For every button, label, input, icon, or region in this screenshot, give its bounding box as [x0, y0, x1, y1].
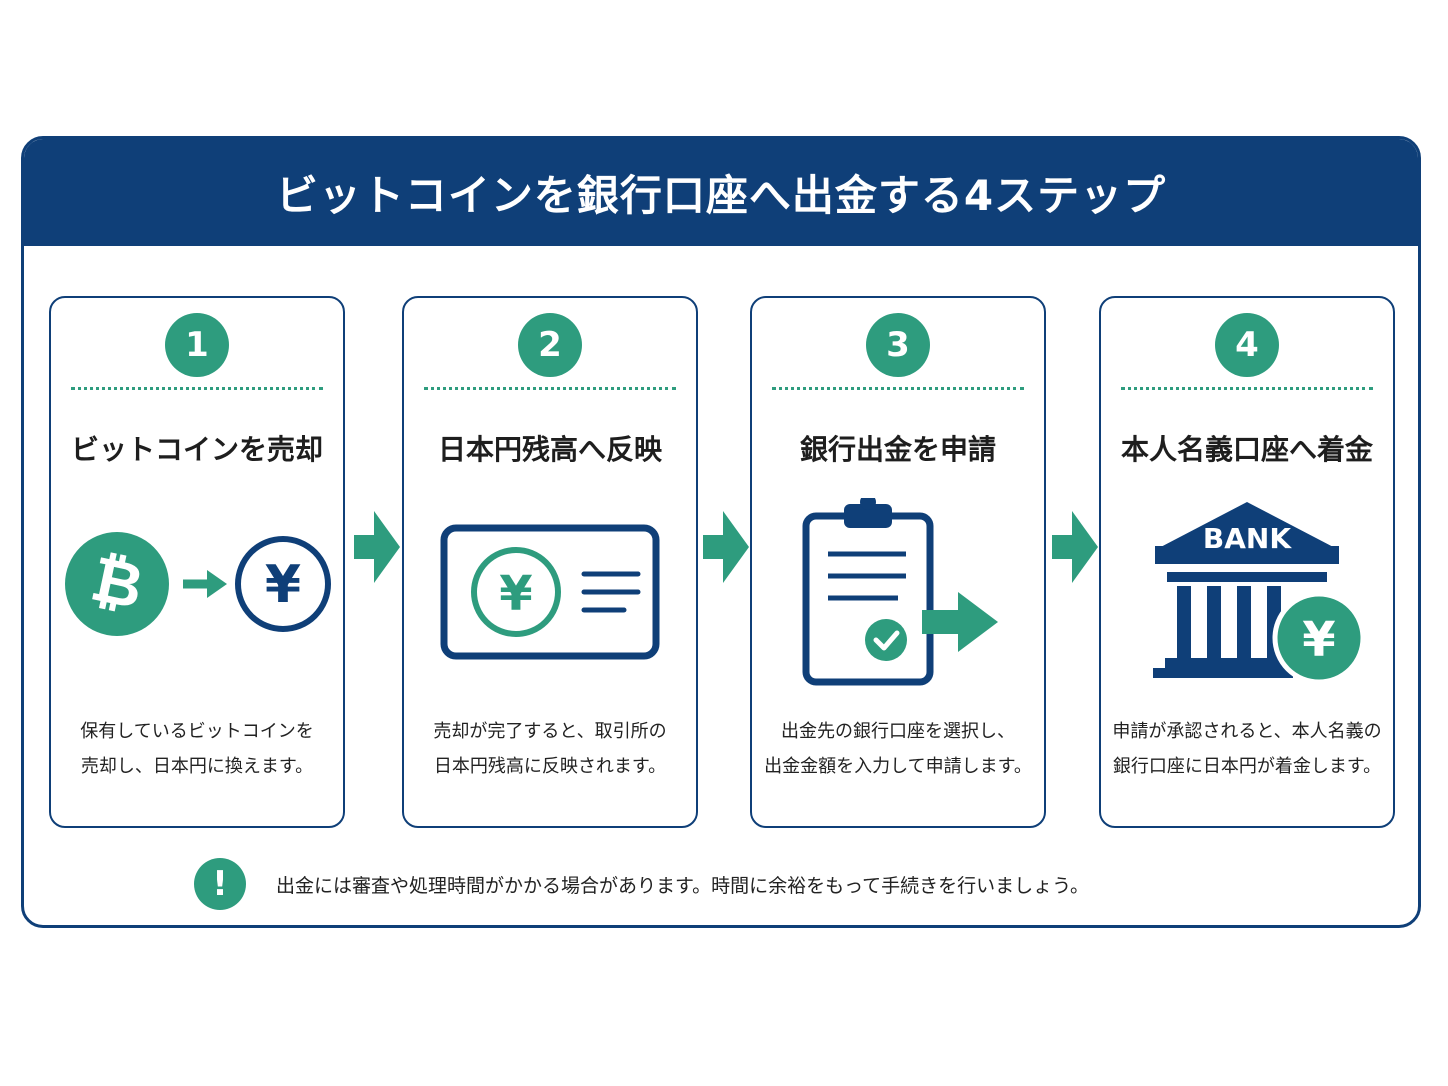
- step-card-2: 2 日本円残高へ反映 ¥ 売却が完了すると、取引所の 日本円残高に反映されます。: [402, 296, 698, 828]
- notice: ! 出金には審査や処理時間がかかる場合があります。時間に余裕をもって手続きを行い…: [194, 856, 1294, 912]
- step-description: 申請が承認されると、本人名義の 銀行口座に日本円が着金します。: [1112, 721, 1382, 777]
- yen-balance-card-icon: ¥: [440, 524, 660, 660]
- dotted-divider: [71, 387, 323, 390]
- dotted-divider: [424, 387, 676, 390]
- step-number-badge: 1: [165, 313, 229, 377]
- step-description: 保有しているビットコインを 売却し、日本円に換えます。: [80, 721, 314, 777]
- step-number-badge: 4: [1215, 313, 1279, 377]
- step-card-4: 4 本人名義口座へ着金 BANK ¥ 申請が承認されると、本人名義の 銀行口座に…: [1099, 296, 1395, 828]
- panel-title: ビットコインを銀行口座へ出金する4ステップ: [24, 139, 1418, 246]
- step-description: 売却が完了すると、取引所の 日本円残高に反映されます。: [433, 721, 667, 777]
- step-title: 日本円残高へ反映: [437, 433, 662, 466]
- svg-text:¥: ¥: [1302, 612, 1335, 668]
- step-number-badge: 3: [866, 313, 930, 377]
- step-arrow-icon: [703, 511, 749, 583]
- bitcoin-to-yen-icon: ₿ ¥: [65, 532, 331, 636]
- dotted-divider: [1121, 387, 1373, 390]
- step-title: 本人名義口座へ着金: [1120, 433, 1373, 466]
- clipboard-check-icon: [802, 498, 998, 686]
- svg-text:¥: ¥: [499, 566, 532, 622]
- step-description: 出金先の銀行口座を選択し、 出金金額を入力して申請します。: [764, 721, 1032, 777]
- step-title: 銀行出金を申請: [799, 433, 996, 466]
- notice-text: 出金には審査や処理時間がかかる場合があります。時間に余裕をもって手続きを行いまし…: [276, 874, 1090, 897]
- exclamation-icon: !: [194, 858, 246, 910]
- step-arrow-icon: [354, 511, 400, 583]
- step-card-1: 1 ビットコインを売却 ₿ ¥ 保有しているビットコインを 売却し、日本円に換え…: [49, 296, 345, 828]
- step-number-badge: 2: [518, 313, 582, 377]
- dotted-divider: [772, 387, 1024, 390]
- svg-text:¥: ¥: [265, 555, 301, 615]
- svg-text:BANK: BANK: [1203, 522, 1292, 555]
- bank-yen-icon: BANK ¥: [1153, 502, 1366, 685]
- step-title: ビットコインを売却: [70, 433, 323, 466]
- steps-panel: ビットコインを銀行口座へ出金する4ステップ 1 ビットコインを売却 ₿ ¥ 保有…: [21, 136, 1421, 928]
- step-arrow-icon: [1052, 511, 1098, 583]
- step-card-3: 3 銀行出金を申請 出金先の銀行口座を選択し、 出金金額を入力して申請します。: [750, 296, 1046, 828]
